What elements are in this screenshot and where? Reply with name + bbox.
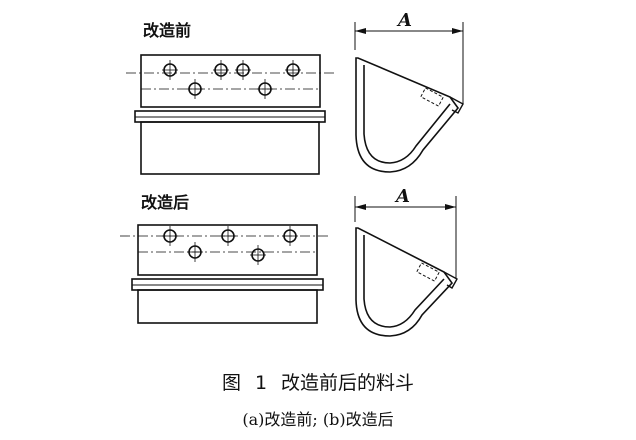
mounting-holes-before — [162, 60, 301, 99]
dimension-label-after: A — [396, 186, 410, 207]
caption-number: 1 — [254, 372, 268, 394]
front-view-before — [126, 54, 334, 175]
caption-prefix: 图 — [221, 372, 241, 394]
dimension-label-before: A — [398, 10, 412, 31]
label-before: 改造前 — [143, 21, 192, 40]
front-view-after — [120, 224, 330, 324]
caption-title: 改造前后的料斗 — [281, 372, 415, 394]
front-plate-before — [140, 54, 321, 108]
side-view-before — [354, 22, 464, 173]
front-body-after — [137, 289, 318, 324]
front-body-before — [140, 121, 320, 175]
side-view-after — [354, 196, 458, 337]
figure-subcaption: (a)改造前; (b)改造后 — [242, 410, 394, 429]
front-plate-after — [137, 224, 318, 276]
label-after: 改造后 — [141, 193, 190, 212]
mounting-holes-after — [162, 226, 298, 265]
